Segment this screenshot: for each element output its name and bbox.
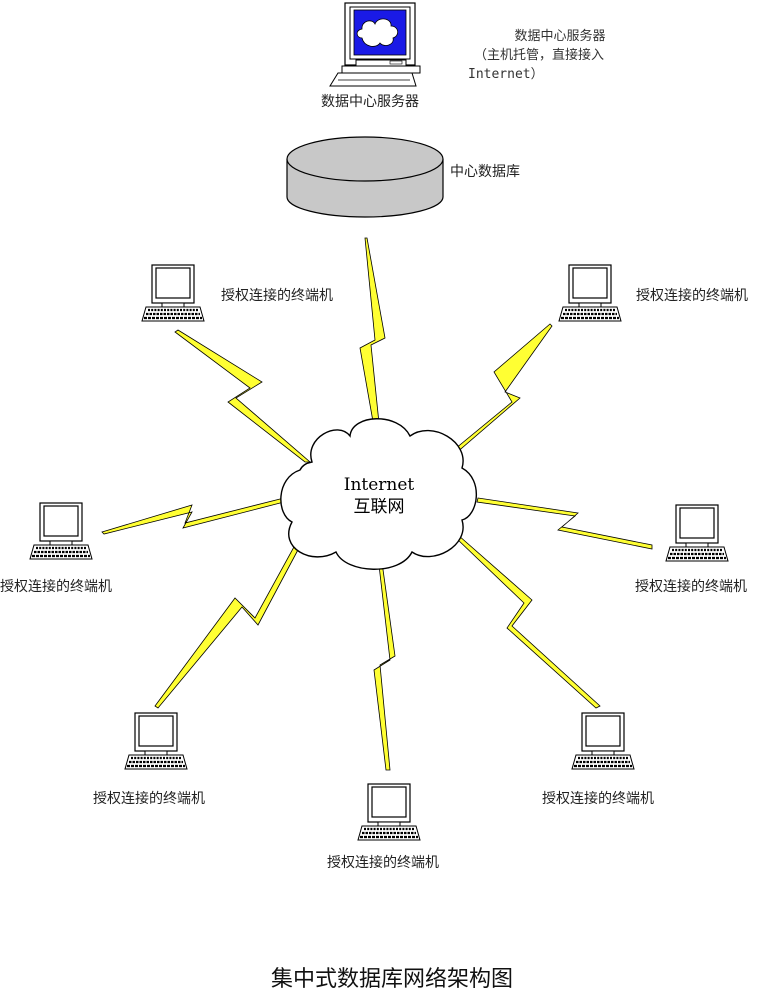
link-terminal-mid-right (476, 497, 653, 550)
terminal-label: 授权连接的终端机 (327, 854, 439, 871)
server-note-line-3: Internet） (468, 67, 544, 82)
terminal-mid-right: 授权连接的终端机 (635, 503, 747, 595)
server-label: 数据中心服务器 (321, 94, 419, 110)
link-terminal-bottom-center (373, 547, 396, 771)
database-icon (286, 136, 444, 218)
server: 数据中心服务器 (321, 2, 421, 110)
terminal-icon (123, 711, 189, 771)
terminal-bottom-center: 授权连接的终端机 (327, 782, 439, 871)
link-terminal-top-right (443, 323, 553, 461)
database-label: 中心数据库 (450, 164, 520, 180)
diagram-caption: 集中式数据库网络架构图 (271, 967, 513, 992)
link-db-to-cloud (359, 237, 386, 434)
terminal-bottom-right: 授权连接的终端机 (542, 711, 654, 807)
terminal-icon (140, 263, 206, 323)
terminal-top-right: 授权连接的终端机 (557, 263, 748, 323)
terminal-label: 授权连接的终端机 (542, 790, 654, 807)
terminal-top-left: 授权连接的终端机 (140, 263, 333, 323)
server-note: 数据中心服务器 （主机托管，直接接入 Internet） (468, 28, 606, 82)
terminal-icon (557, 263, 623, 323)
terminal-icon (28, 501, 94, 561)
cloud-icon (280, 418, 478, 570)
terminal-label: 授权连接的终端机 (636, 287, 748, 304)
link-terminal-mid-left (101, 496, 289, 535)
server-icon (329, 2, 421, 87)
terminal-bottom-left: 授权连接的终端机 (93, 711, 205, 807)
server-note-line-1: 数据中心服务器 (514, 28, 605, 44)
terminal-label: 授权连接的终端机 (0, 578, 112, 595)
link-terminal-bottom-right (455, 534, 601, 709)
terminal-icon (570, 711, 636, 771)
link-terminal-top-left (174, 329, 312, 463)
terminal-label: 授权连接的终端机 (221, 287, 333, 304)
database: 中心数据库 (286, 136, 520, 218)
terminal-label: 授权连接的终端机 (635, 578, 747, 595)
cloud-label-line-1: Internet (344, 475, 415, 495)
terminal-mid-left: 授权连接的终端机 (0, 501, 112, 595)
terminal-icon (356, 782, 422, 842)
internet-cloud: Internet 互联网 (280, 418, 478, 570)
cloud-label-line-2: 互联网 (354, 497, 405, 517)
terminal-label: 授权连接的终端机 (93, 790, 205, 807)
terminal-icon (664, 503, 730, 563)
server-note-line-2: （主机托管，直接接入 (474, 47, 604, 63)
